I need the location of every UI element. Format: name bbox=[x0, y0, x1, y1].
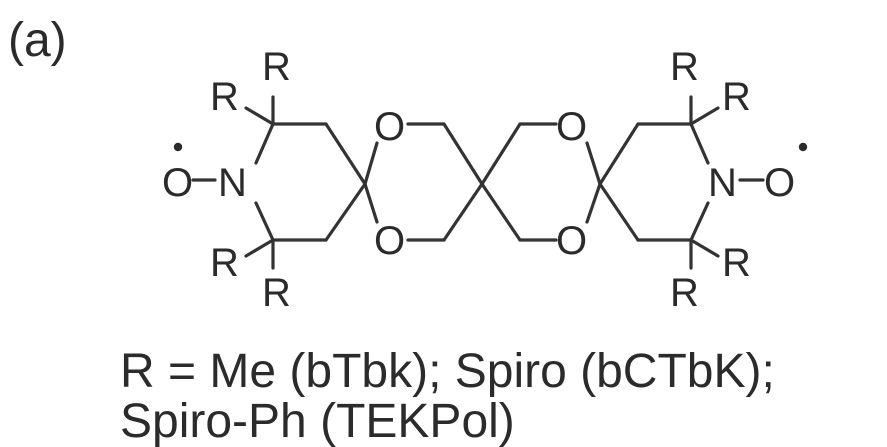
atom-o-ring: O bbox=[556, 105, 587, 149]
atom-r: R bbox=[210, 75, 239, 119]
bond bbox=[480, 122, 522, 186]
caption-line-1: R = Me (bTbk); Spiro (bCTbK); bbox=[120, 345, 775, 398]
atom-o-radical-right: O bbox=[764, 161, 795, 205]
atom-o-ring: O bbox=[374, 219, 405, 263]
radical-dot-right bbox=[798, 142, 808, 152]
atom-o-ring: O bbox=[374, 105, 405, 149]
atom-r: R bbox=[670, 45, 699, 89]
bond bbox=[480, 182, 522, 242]
atom-r: R bbox=[262, 271, 291, 315]
bond bbox=[363, 141, 379, 186]
atom-n-left: N bbox=[218, 161, 247, 205]
bond bbox=[324, 182, 367, 242]
bond bbox=[689, 201, 710, 242]
atom-r: R bbox=[722, 75, 751, 119]
bond bbox=[363, 182, 379, 224]
bond bbox=[598, 122, 640, 186]
panel-label: (a) bbox=[8, 14, 67, 67]
bond bbox=[254, 201, 275, 242]
bond bbox=[689, 106, 720, 126]
atoms: R R O N R R O O O O R R N O R R bbox=[162, 45, 795, 315]
bond bbox=[254, 122, 275, 165]
atom-n-right: N bbox=[708, 161, 737, 205]
atom-o-ring: O bbox=[556, 219, 587, 263]
caption-line-2: Spiro-Ph (TEKPol) bbox=[120, 395, 515, 447]
atom-r: R bbox=[670, 271, 699, 315]
atom-r: R bbox=[210, 241, 239, 285]
bonds bbox=[191, 95, 765, 270]
bond bbox=[689, 122, 710, 165]
bond bbox=[324, 122, 367, 186]
bond bbox=[244, 238, 275, 258]
bond bbox=[244, 106, 275, 126]
bond bbox=[598, 182, 640, 242]
atom-o-radical-left: O bbox=[162, 161, 193, 205]
radical-dot-left bbox=[173, 142, 183, 152]
bond bbox=[442, 182, 484, 242]
atom-r: R bbox=[262, 45, 291, 89]
bond bbox=[689, 238, 720, 258]
bond bbox=[585, 182, 602, 224]
bond bbox=[442, 122, 484, 186]
atom-r: R bbox=[722, 241, 751, 285]
bond bbox=[585, 141, 602, 186]
